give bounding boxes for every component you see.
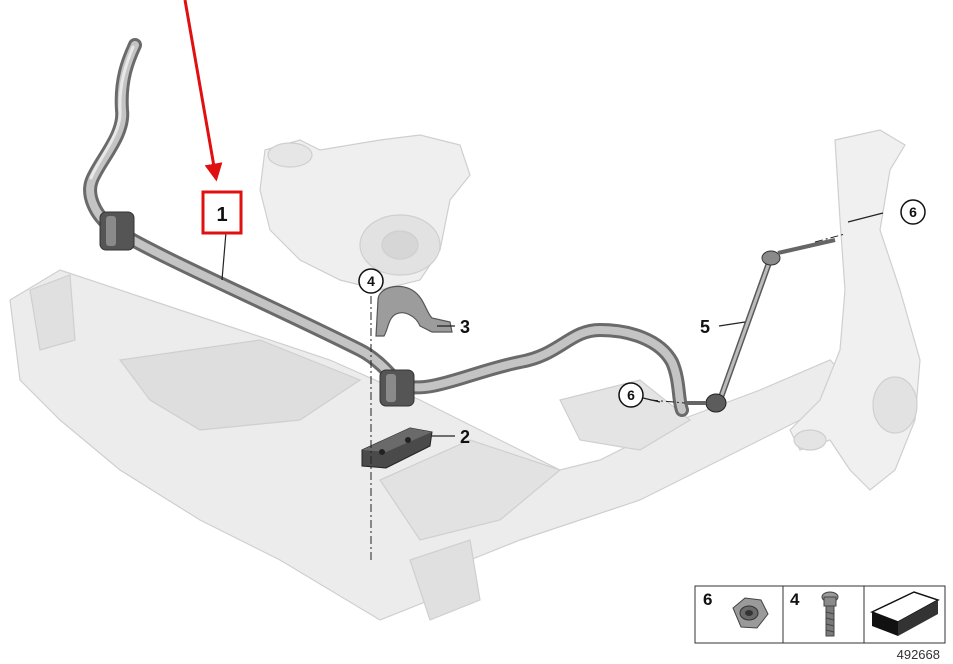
legend-bolt-number: 4 xyxy=(790,590,800,609)
bar-rubber-mount-right xyxy=(379,369,415,407)
diagram-reference-number: 492668 xyxy=(897,647,940,662)
red-annotation-arrow xyxy=(183,0,223,182)
left-steering-knuckle xyxy=(259,134,471,291)
hex-nut-icon xyxy=(732,597,769,629)
callout-6-link-nut-upper[interactable]: 6 xyxy=(900,199,926,225)
callout-1-label: 1 xyxy=(216,204,227,226)
stabilizer-bracket-part3 xyxy=(375,285,453,337)
callout-5[interactable]: 5 xyxy=(700,317,710,337)
leader-lines xyxy=(221,212,884,437)
callout-2[interactable]: 2 xyxy=(460,427,470,447)
stabilizer-link-part5 xyxy=(685,238,836,413)
callout-6b-label: 6 xyxy=(909,204,917,220)
callout-6a-label: 6 xyxy=(627,387,635,403)
bolt-icon xyxy=(821,591,839,637)
legend-nut-number: 6 xyxy=(703,590,712,609)
callout-6-link-nut-lower[interactable]: 6 xyxy=(618,382,644,408)
callout-4-label: 4 xyxy=(367,273,375,289)
right-steering-knuckle xyxy=(789,129,921,491)
callout-6a-leader xyxy=(642,397,661,403)
legend-item-bolt[interactable]: 4 xyxy=(790,590,839,637)
legend-box: 6 4 xyxy=(694,585,946,644)
callout-1[interactable]: 1 xyxy=(201,190,243,235)
callout-4[interactable]: 4 xyxy=(358,268,384,294)
bar-rubber-mount-left xyxy=(99,211,135,251)
callout-3[interactable]: 3 xyxy=(460,317,470,337)
installation-direction-icon xyxy=(870,591,940,636)
callout-1-highlight-box xyxy=(201,190,243,235)
legend-item-nut[interactable]: 6 xyxy=(703,590,769,629)
rubber-mount-part2 xyxy=(361,427,433,469)
stabilizer-bar xyxy=(83,38,689,417)
